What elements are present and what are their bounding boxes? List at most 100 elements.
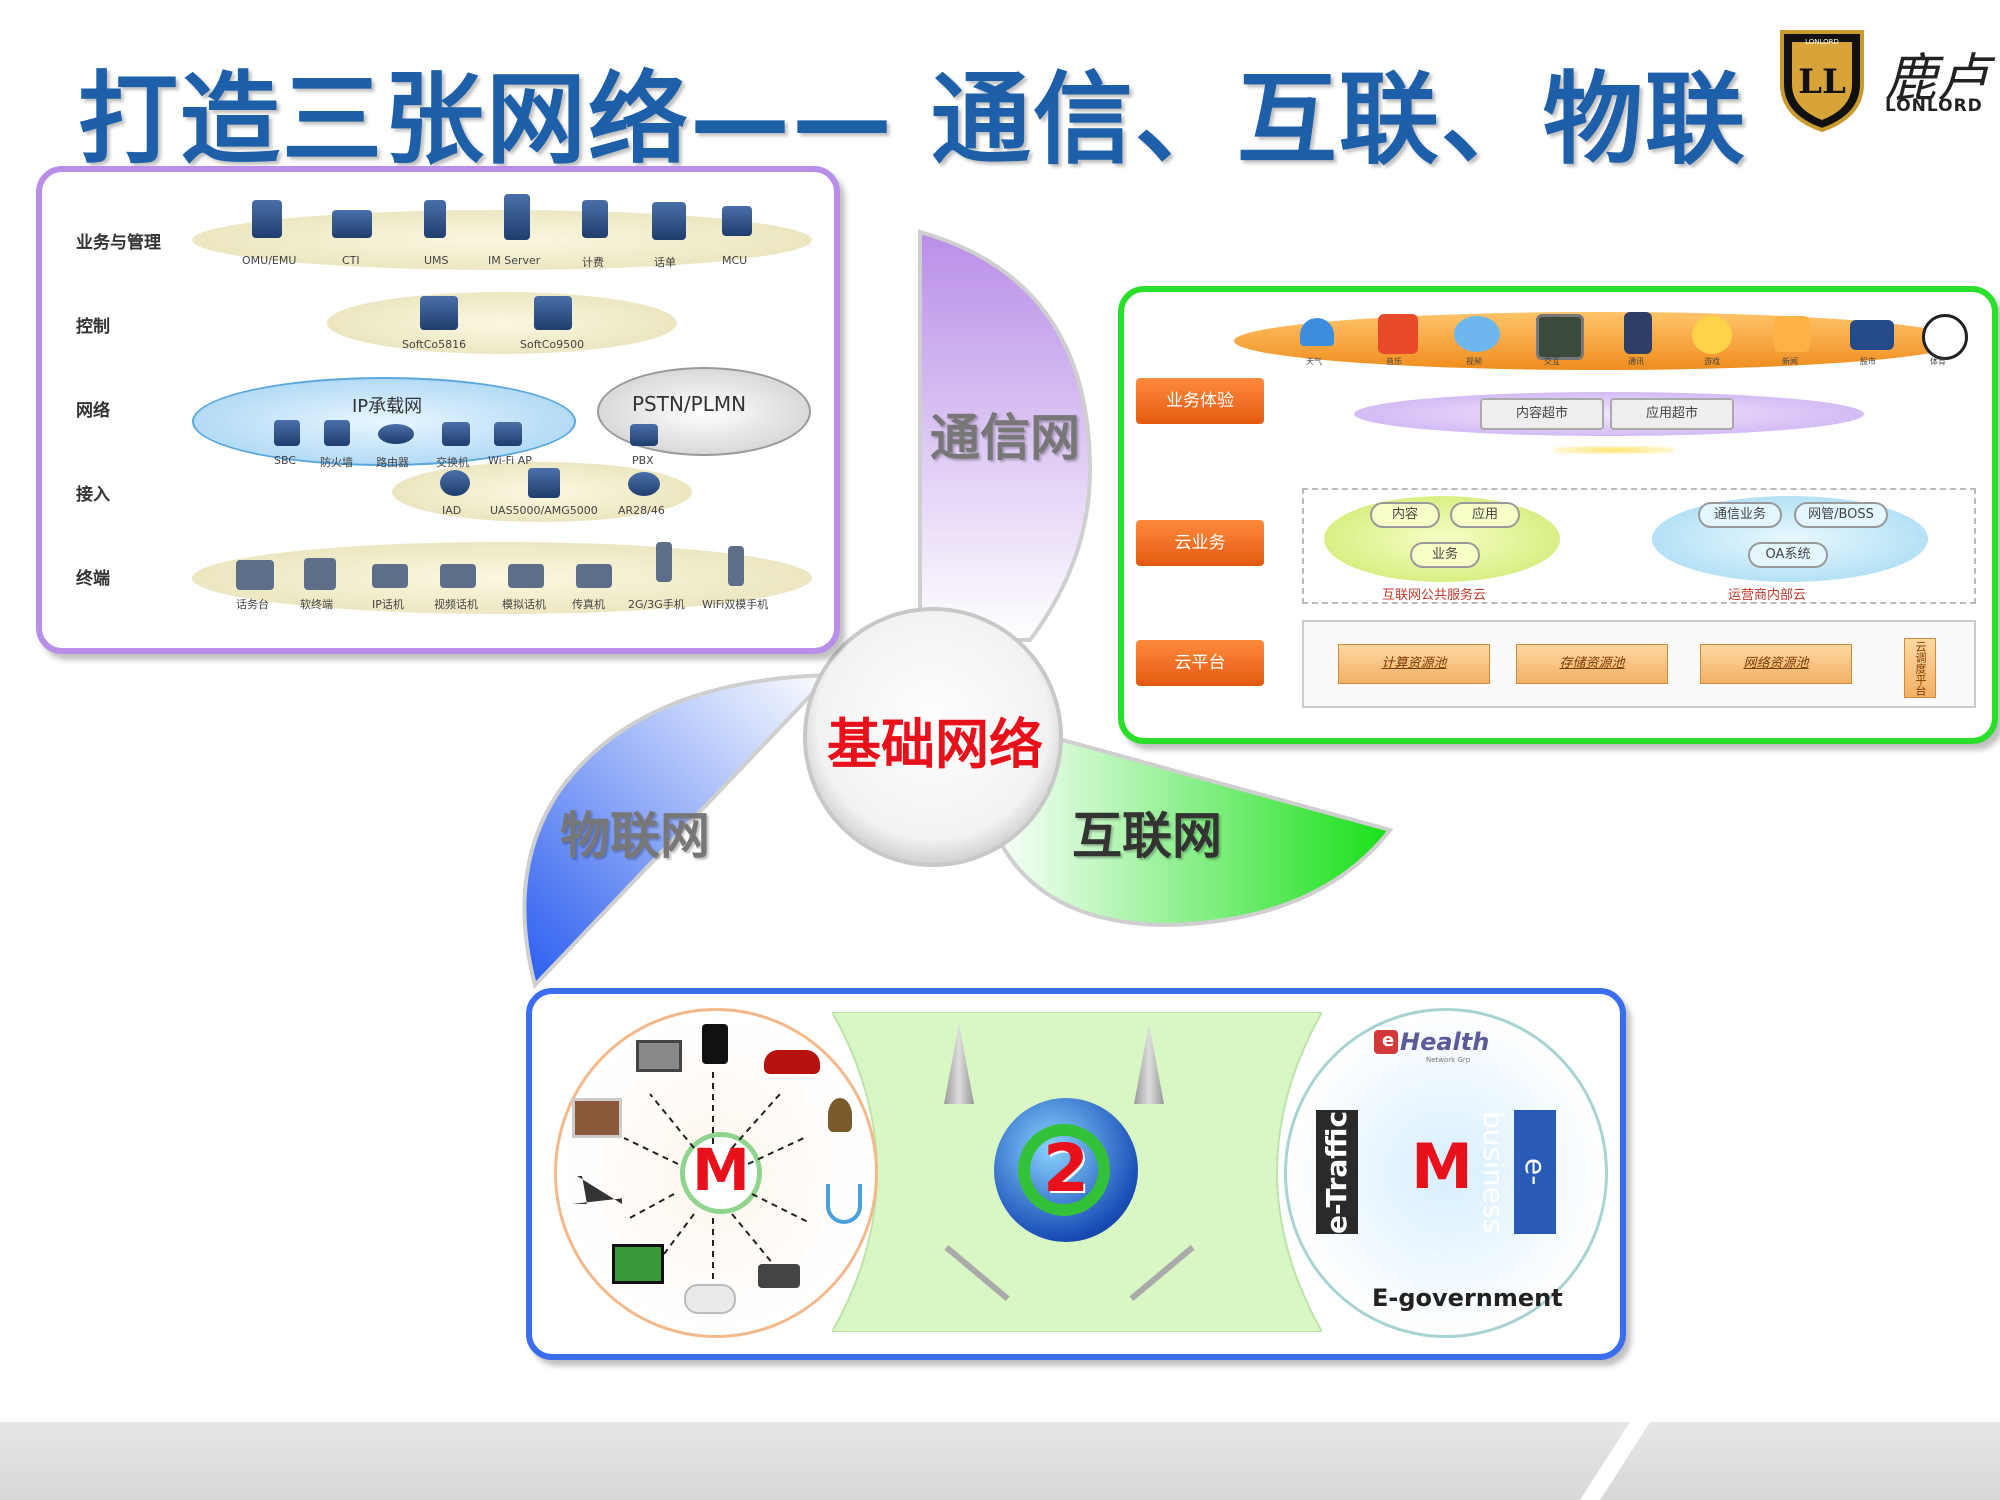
operator-console-icon xyxy=(236,560,274,590)
public-cloud-item: 业务 xyxy=(1410,542,1480,568)
tag-cloud-platform: 云平台 xyxy=(1136,640,1264,686)
logo-mark: LL xyxy=(1798,62,1846,102)
softphone-icon xyxy=(304,558,336,590)
service-item-label: 交互 xyxy=(1544,357,1560,366)
mgmt-item-label: UMS xyxy=(424,254,449,267)
server-icon xyxy=(424,200,446,238)
layer-label-control: 控制 xyxy=(76,317,110,337)
laptop-icon xyxy=(636,1040,682,1072)
public-cloud-label: 互联网公共服务云 xyxy=(1382,588,1487,603)
mgmt-item-label: IM Server xyxy=(488,254,541,267)
stethoscope-icon xyxy=(826,1184,862,1224)
terminal-item-label: 传真机 xyxy=(572,598,605,611)
server-icon xyxy=(504,194,530,240)
footer-stripe xyxy=(1580,1422,1650,1500)
footer-band xyxy=(0,1422,2000,1500)
ip-phone-icon xyxy=(372,564,408,588)
service-item-label: 视频 xyxy=(1466,357,1482,366)
etraffic-label: e-Traffic xyxy=(1316,1110,1358,1234)
logo-shield-icon xyxy=(1780,30,1864,133)
terminal-item-label: IP话机 xyxy=(372,598,404,611)
terminal-item-label: WiFi双模手机 xyxy=(702,598,769,611)
hub-left-circle xyxy=(680,1132,762,1214)
service-item-label: 音乐 xyxy=(1386,357,1402,366)
ip-cloud xyxy=(192,377,576,466)
egovernment-label: E-government xyxy=(1372,1284,1563,1312)
hub-right-label: M xyxy=(1411,1130,1473,1203)
terminal-ellipse xyxy=(192,542,812,614)
control-ellipse xyxy=(327,292,677,354)
lamp-icon xyxy=(828,1098,852,1132)
smartphone-icon xyxy=(702,1024,728,1064)
content-market: 内容超市 xyxy=(1480,398,1604,430)
access-item-label: AR28/46 xyxy=(618,504,665,517)
gateway-icon xyxy=(528,468,560,498)
pbx-icon xyxy=(630,424,658,446)
softswitch-icon xyxy=(420,296,458,330)
internet-panel: 天气 音乐 视频 交互 通讯 游戏 新闻 股市 体育 业务体验 云业务 云平台 … xyxy=(1118,286,1998,744)
game-icon xyxy=(1692,316,1732,354)
service-item-label: 通讯 xyxy=(1628,357,1644,366)
firewall-icon xyxy=(274,420,300,446)
public-cloud xyxy=(1324,496,1560,582)
pstn-cloud-label: PSTN/PLMN xyxy=(632,392,747,416)
fax-icon xyxy=(576,564,612,588)
server-icon xyxy=(652,202,686,240)
network-item-label: Wi-Fi AP xyxy=(488,454,532,467)
ehealth-logo-icon xyxy=(1374,1030,1398,1054)
cloud-service-box xyxy=(1302,488,1976,604)
network-item-label: SBC xyxy=(274,454,297,467)
private-cloud-item: 网管/BOSS xyxy=(1794,502,1888,528)
network-item-label: 路由器 xyxy=(376,456,409,469)
terminal-item-label: 软终端 xyxy=(300,598,333,611)
iot-network-label: 物联网 xyxy=(560,807,710,865)
terminal-item-label: 2G/3G手机 xyxy=(628,598,685,611)
sports-icon xyxy=(1922,314,1968,360)
router-icon xyxy=(378,424,414,444)
layer-label-access: 接入 xyxy=(76,485,110,505)
mgmt-item-label: 计费 xyxy=(582,256,604,269)
interactive-tv-icon xyxy=(1536,314,1584,360)
glow-divider xyxy=(1554,446,1674,454)
terminal-item-label: 模拟话机 xyxy=(502,598,546,611)
iad-icon xyxy=(440,470,470,496)
internet-petal xyxy=(988,717,1394,928)
softswitch-icon xyxy=(534,296,572,330)
iot-petal xyxy=(522,672,835,989)
internet-network-label: 互联网 xyxy=(1072,807,1222,865)
terminal-item-label: 话务台 xyxy=(236,598,269,611)
terminal-item-label: 视频话机 xyxy=(434,598,478,611)
news-icon xyxy=(1774,316,1810,352)
service-item-label: 天气 xyxy=(1306,357,1322,366)
service-item-label: 新闻 xyxy=(1782,357,1798,366)
hub-mid-label: 2 xyxy=(1043,1130,1089,1207)
stock-icon xyxy=(1850,320,1894,350)
network-item-label: 交换机 xyxy=(436,456,469,469)
service-item-label: 股市 xyxy=(1860,357,1876,366)
mgmt-ellipse xyxy=(192,210,812,270)
control-item-label: SoftCo5816 xyxy=(402,338,467,351)
mgmt-item-label: MCU xyxy=(722,254,748,267)
wifi-ap-icon xyxy=(494,422,522,446)
ip-cloud-label: IP承载网 xyxy=(352,396,423,417)
mgmt-item-label: CTI xyxy=(342,254,360,267)
video-phone-icon xyxy=(440,564,476,588)
mobile-phone-icon xyxy=(656,542,672,582)
private-cloud-label: 运营商内部云 xyxy=(1728,588,1807,603)
music-icon xyxy=(1378,314,1418,354)
game-controller-icon xyxy=(684,1284,736,1314)
video-icon xyxy=(1454,316,1500,352)
control-item-label: SoftCo9500 xyxy=(520,338,585,351)
switch-icon xyxy=(442,422,470,446)
hub-left-label: M xyxy=(692,1136,750,1204)
mgmt-item-label: OMU/EMU xyxy=(242,254,297,267)
private-cloud-item: 通信业务 xyxy=(1698,502,1782,528)
app-market: 应用超市 xyxy=(1610,398,1734,430)
device-arrows xyxy=(623,1070,809,1286)
private-cloud-item: OA系统 xyxy=(1748,542,1828,568)
telecom-panel: IP承载网 PSTN/PLMN 业务与管理 控制 网络 接入 终端 OMU/EM… xyxy=(36,166,840,654)
firewall-icon xyxy=(324,420,350,446)
car-icon xyxy=(764,1050,820,1074)
services-bar xyxy=(1234,312,1964,370)
ebusiness-label: e-business xyxy=(1477,1110,1556,1234)
